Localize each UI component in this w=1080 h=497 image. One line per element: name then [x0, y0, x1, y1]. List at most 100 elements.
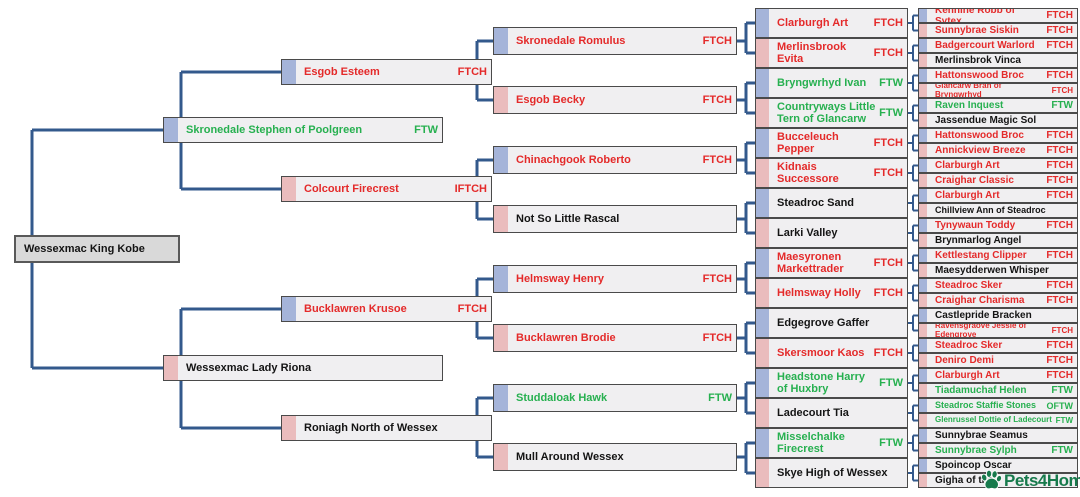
dog-name: Clarburgh Art [935, 190, 1000, 201]
pedigree-node-g5-11[interactable]: Edgegrove Gaffer [755, 308, 908, 338]
pedigree-node-g6-4[interactable]: Merlinsbrok Vinca [918, 53, 1078, 68]
pedigree-node-g6-8[interactable]: Jassendue Magic Sol [918, 113, 1078, 128]
pedigree-node-g1-1[interactable]: Wessexmac King Kobe [14, 235, 180, 263]
sex-tab-female [756, 99, 769, 127]
pedigree-node-g5-7[interactable]: Steadroc Sand [755, 188, 908, 218]
sex-tab-female [919, 204, 927, 217]
dog-name: Glenrussel Dottie of Ladecourt [935, 415, 1052, 425]
sex-tab-female [494, 206, 508, 232]
sex-tab-female [756, 39, 769, 67]
sex-tab-female [756, 279, 769, 307]
award-label: FTW [1051, 100, 1073, 111]
sex-tab-male [756, 429, 769, 457]
pedigree-node-g2-2[interactable]: Wessexmac Lady Riona [163, 355, 443, 381]
dog-name: Steadroc Sker [935, 340, 1003, 351]
pedigree-node-g6-14[interactable]: Chillview Ann of Steadroc [918, 203, 1078, 218]
sex-tab-male [282, 60, 296, 84]
sex-tab-male [756, 189, 769, 217]
pedigree-node-g6-16[interactable]: Brynmarlog Angel [918, 233, 1078, 248]
pedigree-node-g4-8[interactable]: Mull Around Wessex [493, 443, 737, 471]
sex-tab-female [756, 219, 769, 247]
pedigree-node-g4-4[interactable]: Not So Little Rascal [493, 205, 737, 233]
pedigree-node-g5-8[interactable]: Larki Valley [755, 218, 908, 248]
pedigree-node-g6-21[interactable]: Castlepride Bracken [918, 308, 1078, 323]
pedigree-node-g5-14[interactable]: Ladecourt Tia [755, 398, 908, 428]
dog-name: Craighar Classic [935, 175, 1014, 186]
sex-tab-male [756, 249, 769, 277]
sex-tab-female [919, 414, 927, 427]
sex-tab-male [919, 459, 927, 472]
award-label: FTW [708, 392, 732, 404]
sex-tab-male [919, 189, 927, 202]
pedigree-node-g3-4[interactable]: Roniagh North of Wessex [281, 415, 492, 441]
sex-tab-female [282, 177, 296, 201]
dog-name: Steadroc Sker [935, 280, 1003, 291]
sex-tab-male [756, 309, 769, 337]
sex-tab-female [919, 354, 927, 367]
pedigree-node-g5-16[interactable]: Skye High of Wessex [755, 458, 908, 488]
sex-tab-male [494, 385, 508, 411]
award-label: FTW [414, 124, 438, 136]
dog-name: Colcourt Firecrest [304, 182, 399, 195]
pedigree-node-g6-29[interactable]: Sunnybrae Seamus [918, 428, 1078, 443]
dog-name: Gigha of the [935, 475, 994, 486]
dog-name: Chinachgook Roberto [516, 153, 631, 166]
dog-name: Wessexmac Lady Riona [186, 361, 312, 374]
award-label: FTCH [702, 94, 732, 106]
pedigree-node-g6-31[interactable]: Spoincop Oscar [918, 458, 1078, 473]
dog-name: Badgercourt Warlord [935, 40, 1035, 51]
dog-name: Ladecourt Tia [777, 406, 849, 419]
award-label: FTW [879, 107, 903, 119]
award-label: FTW [879, 377, 903, 389]
dog-name: Sunnybrae Sylph [935, 445, 1017, 456]
pedigree-node-g6-18[interactable]: Maesydderwen Whisper [918, 263, 1078, 278]
sex-tab-male [919, 159, 927, 172]
sex-tab-female [919, 444, 927, 457]
pets4homes-logo: Pets4Homes [979, 467, 1080, 493]
